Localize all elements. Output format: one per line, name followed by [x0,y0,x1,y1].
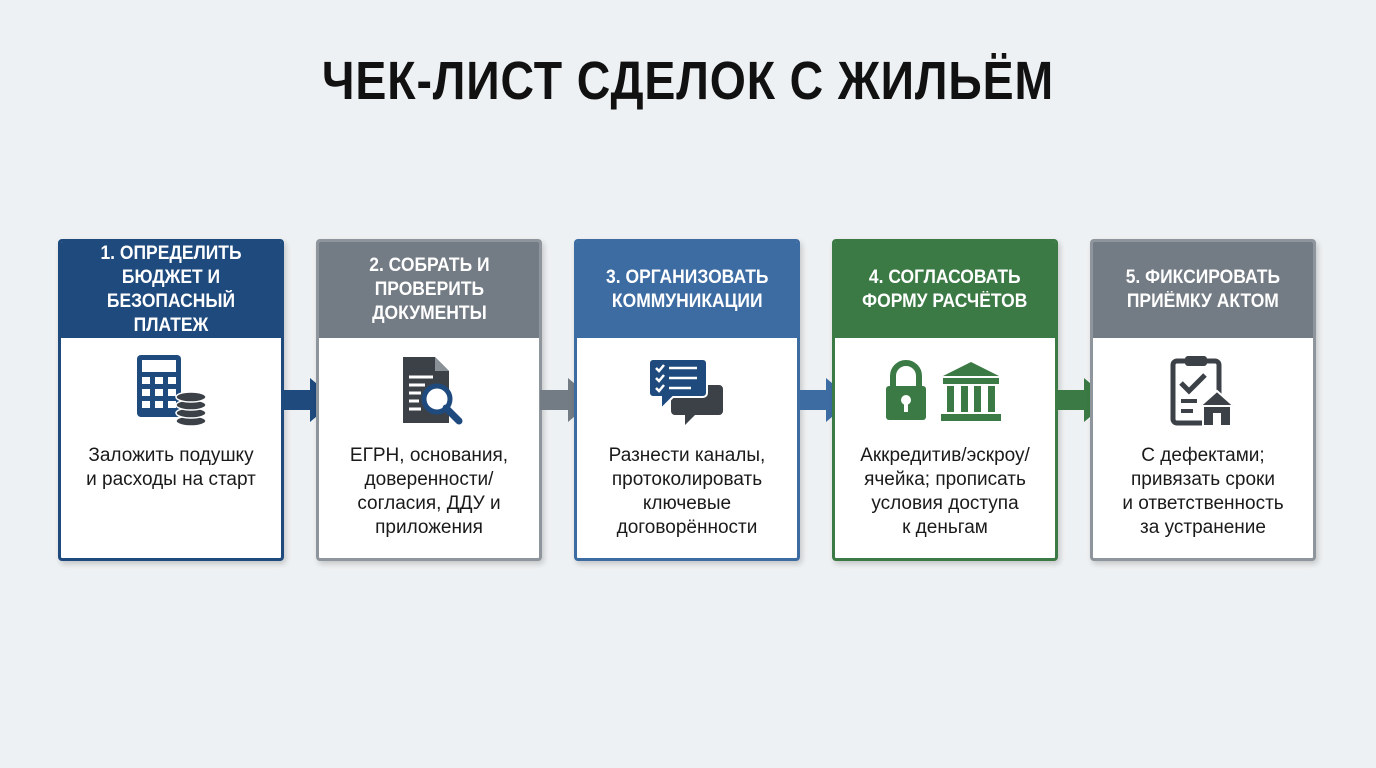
step-text-line: Разнести каналы, [608,445,766,466]
step-heading-line: ДОКУМЕНТЫ [371,303,487,324]
calculator-coins-icon [61,338,281,444]
page-title: ЧЕК-ЛИСТ СДЕЛОК С ЖИЛЬЁМ [321,51,1055,111]
step-heading-3: 3. ОРГАНИЗОВАТЬ КОММУНИКАЦИИ [577,242,797,338]
step-card-4: 4. СОГЛАСОВАТЬ ФОРМУ РАСЧЁТОВ Аккреди [832,239,1058,561]
step-heading-line: БЮДЖЕТ И [121,267,221,288]
step-description-1: Заложить подушку и расходы на старт [61,444,281,554]
step-heading-line: 2. СОБРАТЬ И [368,255,490,276]
step-card-5: 5. ФИКСИРОВАТЬ ПРИЁМКУ АКТОМ С дефектами… [1090,239,1316,561]
step-card-2: 2. СОБРАТЬ И ПРОВЕРИТЬ ДОКУМЕНТЫ [316,239,542,561]
step-text-line: доверенности/ [364,469,494,490]
step-text-line: Заложить подушку [88,445,254,466]
step-text-line: ЕГРН, основания, [349,445,509,466]
step-heading-line: 3. ОРГАНИЗОВАТЬ [605,267,769,288]
step-heading-line: 5. ФИКСИРОВАТЬ [1125,267,1281,288]
document-magnifier-icon [319,338,539,444]
step-text-line: Аккредитив/эскроу/ [860,445,1030,466]
clipboard-house-icon [1093,338,1313,444]
step-description-3: Разнести каналы, протоколировать ключевы… [577,444,797,554]
step-text-line: ячейка; прописать [864,469,1026,490]
step-heading-line: ПРОВЕРИТЬ [374,279,484,300]
step-text-line: С дефектами; [1141,445,1265,466]
step-text-line: ключевые [642,493,732,514]
step-heading-line: БЕЗОПАСНЫЙ ПЛАТЕЖ [106,291,236,336]
step-description-5: С дефектами; привязать сроки и ответстве… [1093,444,1313,554]
step-heading-line: ФОРМУ РАСЧЁТОВ [862,291,1028,312]
step-heading-line: 1. ОПРЕДЕЛИТЬ [100,243,242,264]
step-text-line: и ответственность [1122,493,1284,514]
step-heading-line: 4. СОГЛАСОВАТЬ [869,267,1021,288]
step-card-1: 1. ОПРЕДЕЛИТЬ БЮДЖЕТ И БЕЗОПАСНЫЙ ПЛАТЕЖ [58,239,284,561]
step-text-line: договорённости [616,517,758,538]
chat-bubbles-checklist-icon [577,338,797,444]
padlock-bank-icon [835,338,1055,444]
step-text-line: к деньгам [902,517,988,538]
step-heading-1: 1. ОПРЕДЕЛИТЬ БЮДЖЕТ И БЕЗОПАСНЫЙ ПЛАТЕЖ [61,242,281,338]
step-description-4: Аккредитив/эскроу/ ячейка; прописать усл… [835,444,1055,554]
step-heading-4: 4. СОГЛАСОВАТЬ ФОРМУ РАСЧЁТОВ [835,242,1055,338]
step-text-line: протоколировать [611,469,763,490]
step-text-line: за устранение [1140,517,1266,538]
step-text-line: согласия, ДДУ и [357,493,501,514]
step-text-line: условия доступа [871,493,1019,514]
step-heading-line: КОММУНИКАЦИИ [611,291,763,312]
step-text-line: привязать сроки [1131,469,1275,490]
step-description-2: ЕГРН, основания, доверенности/ согласия,… [319,444,539,554]
step-heading-5: 5. ФИКСИРОВАТЬ ПРИЁМКУ АКТОМ [1093,242,1313,338]
step-heading-line: ПРИЁМКУ АКТОМ [1126,291,1279,312]
step-text-line: приложения [375,517,483,538]
step-card-3: 3. ОРГАНИЗОВАТЬ КОММУНИКАЦИИ Разнести ка… [574,239,800,561]
step-heading-2: 2. СОБРАТЬ И ПРОВЕРИТЬ ДОКУМЕНТЫ [319,242,539,338]
step-text-line: и расходы на старт [86,469,256,490]
